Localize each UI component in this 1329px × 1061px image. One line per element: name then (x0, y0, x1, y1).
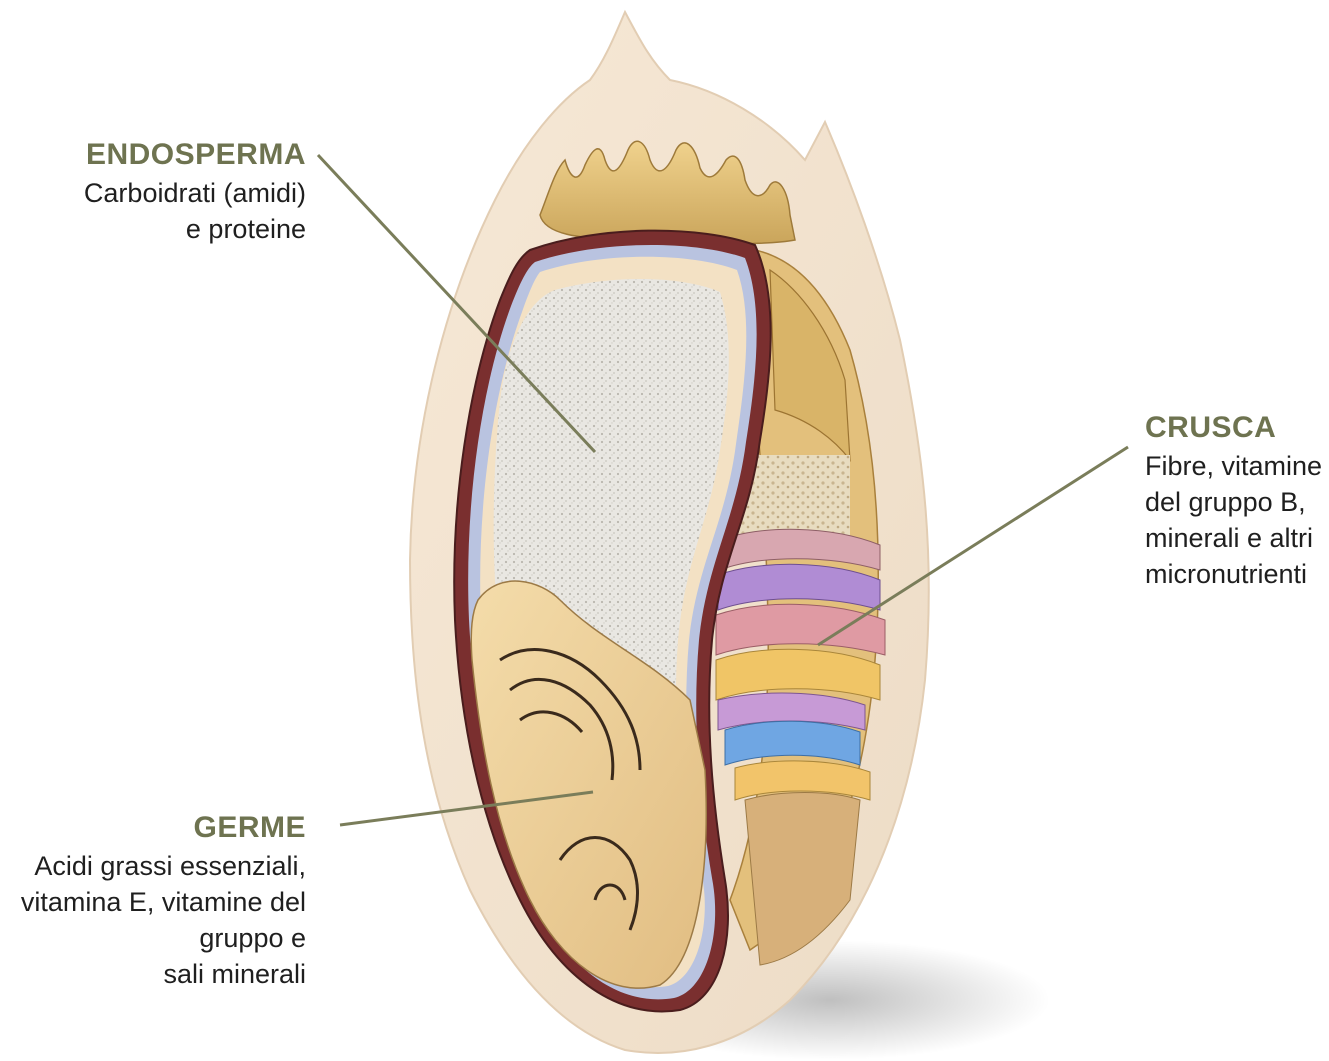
label-endosperma-title: ENDOSPERMA (0, 135, 306, 175)
label-crusca: CRUSCA Fibre, vitamine del gruppo B, min… (1145, 408, 1329, 592)
label-crusca-title: CRUSCA (1145, 408, 1329, 448)
label-crusca-desc: Fibre, vitamine del gruppo B, minerali e… (1145, 448, 1329, 592)
label-germe: GERME Acidi grassi essenziali, vitamina … (0, 808, 306, 992)
label-germe-title: GERME (0, 808, 306, 848)
label-endosperma-desc: Carboidrati (amidi) e proteine (0, 175, 306, 247)
label-endosperma: ENDOSPERMA Carboidrati (amidi) e protein… (0, 135, 306, 247)
label-germe-desc: Acidi grassi essenziali, vitamina E, vit… (0, 848, 306, 992)
